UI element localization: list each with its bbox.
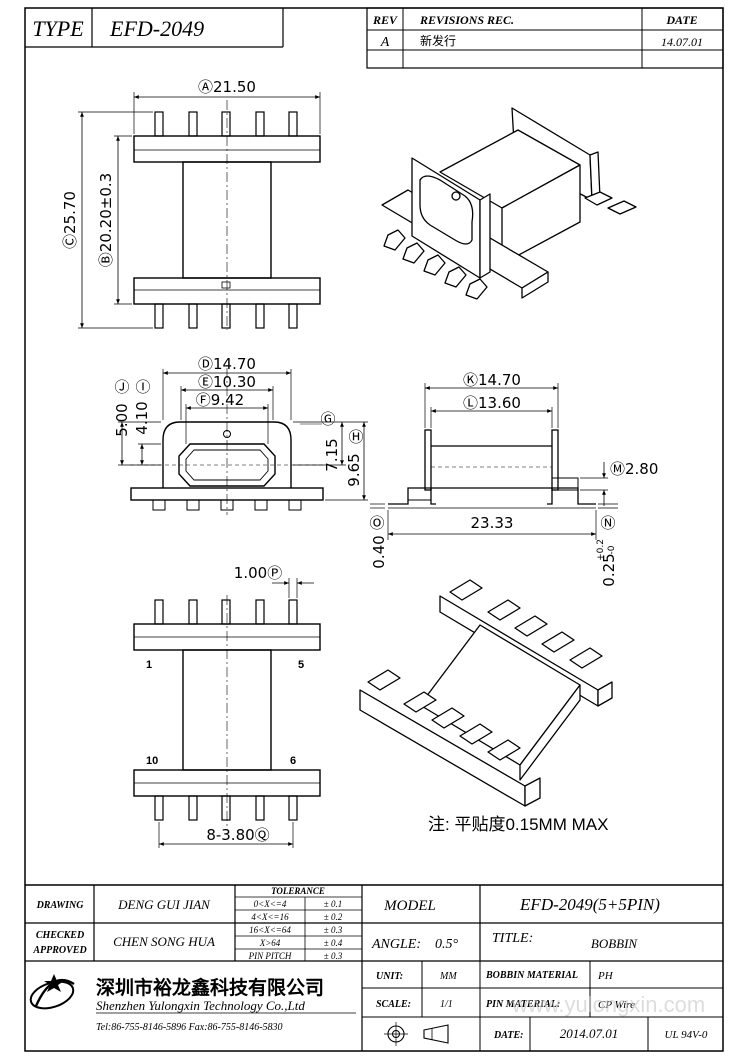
dim-g: Ⓖ [320, 410, 335, 428]
revision-text: 新发行 [420, 33, 456, 48]
bobbin-material-label: BOBBIN MATERIAL [485, 970, 578, 981]
dim-pin-row: 8-3.80Ⓠ [206, 826, 269, 844]
dim-pitch: 1.00Ⓟ [234, 564, 282, 582]
checked-name: CHEN SONG HUA [113, 934, 215, 949]
tolerance-title: TOLERANCE [271, 886, 325, 896]
model-value: EFD-2049(5+5PIN) [519, 895, 660, 914]
dim-9-65: 9.65 [345, 453, 363, 486]
flatness-note: 注: 平贴度0.15MM MAX [428, 815, 608, 834]
first-angle-projection-icon [384, 1022, 449, 1046]
dim-width: 23.33 [471, 514, 514, 532]
pin-material-value: CP Wire [598, 999, 635, 1011]
isometric-view-top [381, 107, 637, 300]
dim-n: Ⓝ [600, 514, 615, 532]
date-header: DATE [665, 13, 697, 27]
dim-m: Ⓜ2.80 [610, 460, 658, 478]
dim-k: Ⓚ14.70 [463, 371, 521, 389]
tolerance-range-2: 4<X<=16 [251, 912, 289, 922]
type-header: TYPE EFD-2049 [25, 8, 284, 48]
approved-label: APPROVED [32, 945, 86, 956]
title-block: DRAWING DENG GUI JIAN CHECKED APPROVED C… [25, 884, 723, 1051]
company-name-en: Shenzhen Yulongxin Technology Co.,Ltd [96, 998, 305, 1013]
title-label: TITLE: [492, 931, 533, 946]
dim-4-10: 4.10 [133, 401, 151, 434]
pin-material-label: PIN MATERIAL: [486, 999, 560, 1010]
dim-tol-minus: -0 [607, 545, 617, 554]
dim-i: Ⓘ [135, 378, 150, 396]
pin-10-label: 10 [146, 755, 158, 767]
checked-label: CHECKED [36, 930, 84, 941]
dim-j: Ⓙ [114, 378, 129, 396]
dim-d: Ⓓ14.70 [198, 355, 256, 373]
unit-label: UNIT: [376, 971, 403, 982]
dim-7-15: 7.15 [323, 438, 341, 471]
tolerance-value-1: ± 0.1 [324, 899, 342, 909]
tolerance-range-1: 0<X<=4 [254, 899, 287, 909]
tolerance-value-4: ± 0.4 [324, 938, 343, 948]
dim-h: Ⓗ [348, 428, 363, 446]
angle-value: 0.5° [435, 937, 459, 952]
ul-rating: UL 94V-0 [665, 1029, 708, 1041]
pin-5-label: 5 [298, 659, 304, 671]
watermark: www.yulongxin.com [511, 992, 705, 1017]
dim-c: Ⓒ25.70 [61, 191, 79, 249]
tolerance-range-5: PIN PITCH [248, 951, 292, 961]
tolerance-range-4: X>64 [259, 938, 281, 948]
dim-0-40: 0.40 [370, 535, 388, 568]
dim-f: Ⓕ9.42 [196, 391, 244, 409]
tolerance-range-3: 16<X<=64 [249, 925, 291, 935]
dim-tol-plus: +0.2 [596, 539, 606, 561]
top-view: Ⓐ21.50 Ⓑ20.20±0.3 Ⓒ25.70 [61, 78, 321, 330]
unit-value: MM [439, 971, 457, 982]
title-value: BOBBIN [591, 936, 639, 951]
scale-value: 1/1 [440, 999, 453, 1010]
bobbin-material-value: PH [597, 970, 614, 982]
rev-header: REV [372, 13, 398, 27]
type-label: TYPE [32, 16, 84, 41]
front-view: Ⓓ14.70 Ⓔ10.30 Ⓕ9.42 Ⓙ Ⓘ 5.00 4.10 Ⓖ Ⓗ 7.… [113, 355, 368, 515]
revision-table: REV REVISIONS REC. DATE A 新发行 14.07.01 [366, 7, 724, 69]
company-contact: Tel:86-755-8146-5896 Fax:86-755-8146-583… [96, 1022, 283, 1033]
pin-6-label: 6 [290, 755, 296, 767]
dim-o: Ⓞ [369, 514, 384, 532]
company-logo [29, 974, 75, 1010]
dim-l: Ⓛ13.60 [463, 394, 521, 412]
pin-1-label: 1 [146, 659, 152, 671]
dim-e: Ⓔ10.30 [198, 373, 256, 391]
isometric-view-bottom [359, 579, 613, 807]
model-label: MODEL [383, 898, 436, 914]
date-value: 2014.07.01 [560, 1026, 619, 1041]
tolerance-value-2: ± 0.2 [324, 912, 343, 922]
tolerance-value-5: ± 0.3 [324, 951, 343, 961]
dim-a: Ⓐ21.50 [198, 78, 256, 96]
part-number: EFD-2049 [109, 16, 204, 41]
drawing-name: DENG GUI JIAN [117, 897, 211, 912]
angle-label: ANGLE: [371, 937, 421, 952]
date-label: DATE: [493, 1030, 523, 1041]
company-name-cn: 深圳市裕龙鑫科技有限公司 [96, 976, 324, 999]
dim-b: Ⓑ20.20±0.3 [97, 173, 115, 267]
dim-0-25: 0.25 [600, 553, 618, 586]
side-view: Ⓚ14.70 Ⓛ13.60 Ⓜ2.80 23.33 Ⓞ 0.40 Ⓝ 0.25 … [369, 371, 658, 587]
dim-5-00: 5.00 [113, 403, 131, 436]
rev-value: A [380, 35, 390, 50]
scale-label: SCALE: [376, 999, 411, 1010]
drawing-label: DRAWING [36, 900, 85, 911]
tolerance-value-3: ± 0.3 [324, 925, 343, 935]
bottom-view: 1.00Ⓟ 8-3.80Ⓠ 1 5 10 6 [133, 564, 321, 848]
revision-date: 14.07.01 [661, 35, 703, 49]
revisions-header: REVISIONS REC. [419, 13, 514, 27]
